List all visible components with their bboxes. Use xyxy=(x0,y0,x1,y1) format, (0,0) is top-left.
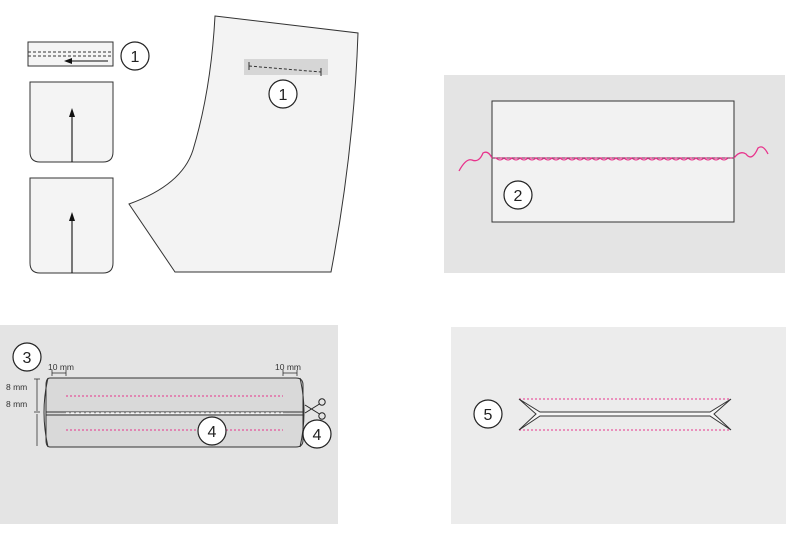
step-number: 2 xyxy=(514,188,523,205)
bottom-width-label: 8 mm xyxy=(6,399,27,409)
step-number: 5 xyxy=(484,407,493,424)
step-2-panel xyxy=(444,75,785,273)
step-number: 1 xyxy=(279,87,288,104)
step-4-stitch-marker: 4 xyxy=(197,416,227,446)
step-2-marker: 2 xyxy=(503,180,533,210)
step-number: 4 xyxy=(208,424,217,441)
step-5-panel xyxy=(451,327,786,524)
pocket-bag-upper xyxy=(29,81,114,163)
welt-strip xyxy=(27,41,114,67)
step-1-pieces-marker: 1 xyxy=(120,41,150,71)
step-1-trouser-marker: 1 xyxy=(268,79,298,109)
right-allowance-label: 10 mm xyxy=(275,362,301,372)
step-number: 3 xyxy=(23,350,32,367)
top-width-label: 8 mm xyxy=(6,382,27,392)
step-3-marker: 3 xyxy=(12,342,42,372)
scissors-icon xyxy=(304,398,326,420)
step-number: 4 xyxy=(313,427,322,444)
trouser-back-piece xyxy=(128,15,359,273)
pocket-bag-lower xyxy=(29,177,114,274)
step-number: 1 xyxy=(131,49,140,66)
left-allowance-label: 10 mm xyxy=(48,362,74,372)
step-4-cut-marker: 4 xyxy=(302,419,332,449)
step-3-panel xyxy=(0,325,338,524)
step-5-marker: 5 xyxy=(473,399,503,429)
